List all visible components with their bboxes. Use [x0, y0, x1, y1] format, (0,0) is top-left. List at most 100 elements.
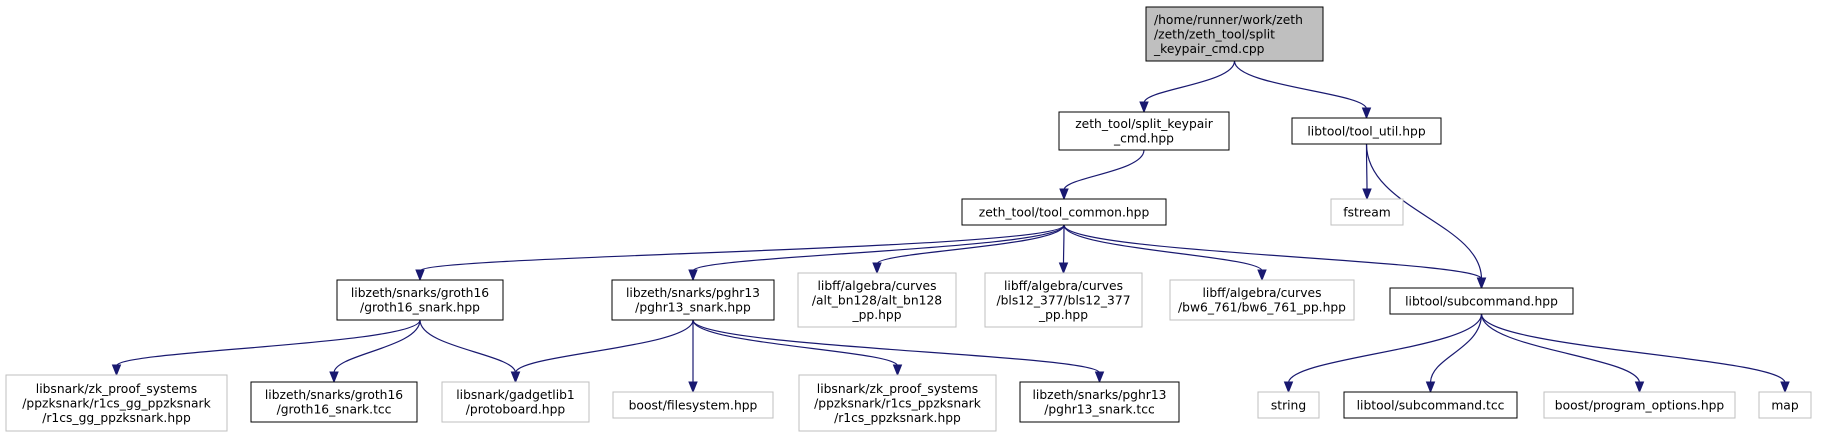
- graph-node-label-line: /bw6_761/bw6_761_pp.hpp: [1178, 301, 1346, 315]
- graph-node-label-line: /zeth/zeth_tool/split: [1154, 27, 1275, 41]
- graph-edge-n7-n13: [510, 319, 694, 384]
- graph-node-n10: libff/algebra/curves/bw6_761/bw6_761_pp.…: [1169, 279, 1355, 321]
- graph-node-n9: libff/algebra/curves/bls12_377/bls12_377…: [984, 272, 1143, 328]
- graph-node-label-line: libzeth/snarks/groth16: [265, 388, 403, 402]
- graph-node-n13: libsnark/gadgetlib1/protoboard.hpp: [441, 381, 590, 423]
- graph-node-label-line: zeth_tool/split_keypair: [1075, 117, 1214, 131]
- graph-edge-n3-n10: [1063, 224, 1267, 282]
- graph-node-n1[interactable]: zeth_tool/split_keypair_cmd.hpp: [1058, 111, 1230, 151]
- graph-node-box: [1343, 391, 1518, 419]
- graph-edge-n7-n16: [692, 319, 1105, 384]
- graph-edge-line: [1143, 60, 1236, 104]
- graph-edge-arrowhead: [415, 269, 425, 282]
- graph-node-box: [5, 374, 228, 432]
- graph-node-label-line: _cmd.hpp: [1113, 132, 1174, 146]
- graph-node-box: [1543, 391, 1736, 419]
- graph-node-n15: libsnark/zk_proof_systems/ppzksnark/r1cs…: [798, 374, 997, 432]
- graph-node-box: [441, 381, 590, 423]
- graph-node-box: [336, 279, 504, 321]
- graph-node-n18[interactable]: libtool/subcommand.tcc: [1343, 391, 1518, 419]
- graph-edge-arrowhead: [1425, 381, 1436, 394]
- graph-node-n17: string: [1257, 391, 1320, 419]
- graph-edge-line: [1365, 143, 1483, 280]
- graph-node-label-line: libtool/subcommand.tcc: [1357, 398, 1505, 412]
- graph-edge-line: [692, 319, 1101, 374]
- graph-edge-arrowhead: [688, 269, 698, 282]
- graph-node-label-line: /groth16_snark.tcc: [277, 403, 392, 417]
- graph-node-label-line: /pghr13_snark.hpp: [635, 301, 751, 315]
- graph-node-label-line: /bls12_377/bls12_377: [996, 293, 1130, 307]
- graph-node-label-line: map: [1771, 398, 1799, 412]
- graph-edge-line: [419, 319, 517, 374]
- graph-node-box: [1257, 391, 1320, 419]
- graph-node-label-line: /protoboard.hpp: [466, 403, 566, 417]
- graph-node-label-line: libzeth/snarks/pghr13: [626, 286, 760, 300]
- graph-node-label-line: string: [1271, 398, 1306, 412]
- graph-node-label-line: _pp.hpp: [1038, 308, 1088, 322]
- graph-edge-n6-n12: [329, 319, 421, 384]
- graph-edge-line: [692, 319, 899, 367]
- graph-edge-arrowhead: [510, 371, 521, 384]
- graph-edge-arrowhead: [1283, 381, 1294, 394]
- graph-node-label-line: _keypair_cmd.cpp: [1153, 42, 1265, 56]
- graph-node-label-line: libzeth/snarks/groth16: [351, 286, 489, 300]
- graph-edge-n0-n1: [1139, 60, 1236, 114]
- graph-node-label-line: libsnark/gadgetlib1: [456, 388, 575, 402]
- graph-node-label-line: libsnark/zk_proof_systems: [36, 382, 197, 396]
- graph-node-n16[interactable]: libzeth/snarks/pghr13/pghr13_snark.tcc: [1019, 381, 1180, 423]
- graph-node-label-line: /ppzksnark/r1cs_ppzksnark: [814, 396, 982, 410]
- graph-edge-arrowhead: [1780, 381, 1790, 394]
- graph-node-label-line: _pp.hpp: [851, 308, 901, 322]
- graph-edge-arrowhead: [1257, 269, 1267, 282]
- graph-edge-n3-n8: [872, 224, 1065, 275]
- graph-edge-line: [333, 319, 421, 374]
- graph-node-label-line: fstream: [1343, 205, 1390, 219]
- graph-edge-n3-n7: [688, 224, 1065, 282]
- graph-node-n11: libsnark/zk_proof_systems/ppzksnark/r1cs…: [5, 374, 228, 432]
- graph-node-box: [612, 391, 774, 419]
- graph-edge-arrowhead: [1361, 107, 1372, 120]
- graph-edge-n0-n2: [1233, 60, 1372, 120]
- graph-edge-arrowhead: [1362, 188, 1372, 201]
- graph-edge-arrowhead: [1139, 101, 1149, 114]
- graph-node-n0[interactable]: /home/runner/work/zeth/zeth/zeth_tool/sp…: [1145, 6, 1324, 62]
- graph-node-n2[interactable]: libtool/tool_util.hpp: [1291, 117, 1442, 145]
- graph-edge-line: [1480, 313, 1641, 384]
- graph-node-label-line: /groth16_snark.hpp: [360, 301, 480, 315]
- graph-edge-n7-n15: [692, 319, 903, 377]
- graph-node-n20: map: [1758, 391, 1812, 419]
- graph-edge-line: [115, 319, 421, 367]
- graph-node-box: [611, 279, 775, 321]
- graph-node-box: [961, 198, 1167, 226]
- graph-node-box: [797, 272, 957, 328]
- graph-node-label-line: /alt_bn128/alt_bn128: [812, 293, 942, 307]
- graph-edge-line: [1062, 224, 1065, 265]
- graph-edge-line: [1287, 313, 1483, 384]
- graph-node-label-line: libsnark/zk_proof_systems: [817, 382, 978, 396]
- graph-node-label-line: /ppzksnark/r1cs_gg_ppzksnark: [22, 396, 211, 410]
- graph-edge-line: [419, 224, 1065, 272]
- graph-node-n6[interactable]: libzeth/snarks/groth16/groth16_snark.hpp: [336, 279, 504, 321]
- graph-node-label-line: libff/algebra/curves: [1004, 279, 1123, 293]
- graph-node-n3[interactable]: zeth_tool/tool_common.hpp: [961, 198, 1167, 226]
- graph-edge-line: [1429, 313, 1483, 384]
- graph-node-label-line: libzeth/snarks/pghr13: [1033, 388, 1167, 402]
- graph-node-label-line: boost/filesystem.hpp: [629, 398, 758, 412]
- graph-edge-arrowhead: [329, 371, 339, 384]
- graph-node-box: [1291, 117, 1442, 145]
- graph-edge-arrowhead: [1634, 381, 1645, 394]
- graph-node-label-line: boost/program_options.hpp: [1555, 398, 1725, 412]
- graph-node-n7[interactable]: libzeth/snarks/pghr13/pghr13_snark.hpp: [611, 279, 775, 321]
- graph-node-n5[interactable]: libtool/subcommand.hpp: [1389, 287, 1574, 315]
- graph-node-box: [984, 272, 1143, 328]
- graph-node-label-line: /home/runner/work/zeth: [1154, 13, 1303, 27]
- edges-layer: [111, 60, 1790, 394]
- graph-node-label-line: libff/algebra/curves: [1203, 286, 1322, 300]
- graph-node-box: [1169, 279, 1355, 321]
- graph-edge-line: [1063, 224, 1263, 272]
- graph-node-n12[interactable]: libzeth/snarks/groth16/groth16_snark.tcc: [250, 381, 418, 423]
- graph-edge-arrowhead: [1476, 277, 1487, 290]
- graph-node-box: [1758, 391, 1812, 419]
- graph-node-label-line: /r1cs_gg_ppzksnark.hpp: [42, 411, 191, 425]
